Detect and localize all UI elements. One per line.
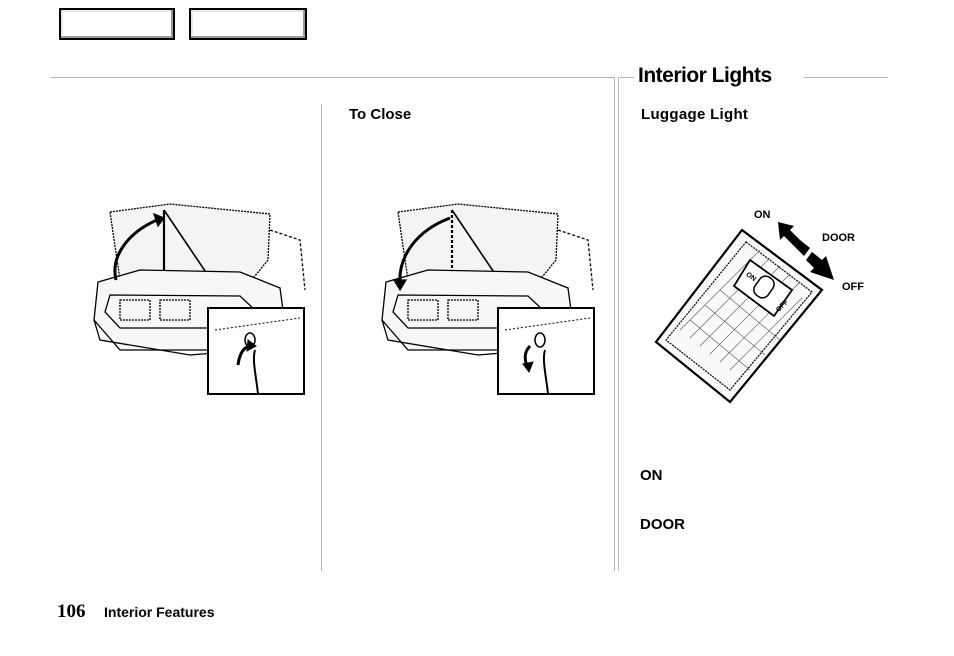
hood-close-illustration [381, 203, 595, 395]
column-divider-2b [618, 77, 619, 571]
luggage-light-illustration: ON OFF [654, 228, 824, 404]
nav-button-2[interactable] [189, 8, 307, 40]
hood-open-illustration [93, 203, 306, 395]
footer-section-label: Interior Features [104, 604, 215, 620]
switch-label-off: OFF [842, 281, 864, 293]
arrow-up-icon [778, 222, 800, 246]
on-term: ON [640, 467, 663, 484]
header-rule-left [51, 77, 614, 78]
switch-on-small-text: ON [744, 271, 757, 283]
switch-label-on: ON [754, 209, 771, 221]
switch-label-door: DOOR [822, 232, 855, 244]
header-rule-right-a [620, 77, 634, 78]
header-rule-right-b [804, 77, 888, 78]
nav-button-1[interactable] [59, 8, 175, 40]
column-divider-2a [614, 77, 615, 571]
column-divider-1 [321, 104, 322, 571]
page-title: Interior Lights [638, 64, 772, 87]
luggage-light-heading: Luggage Light [641, 106, 749, 123]
switch-direction-arrows [778, 222, 834, 280]
door-term: DOOR [640, 516, 685, 533]
arrow-down-icon [806, 252, 834, 280]
page-number: 106 [57, 601, 86, 622]
to-close-heading: To Close [349, 106, 412, 123]
